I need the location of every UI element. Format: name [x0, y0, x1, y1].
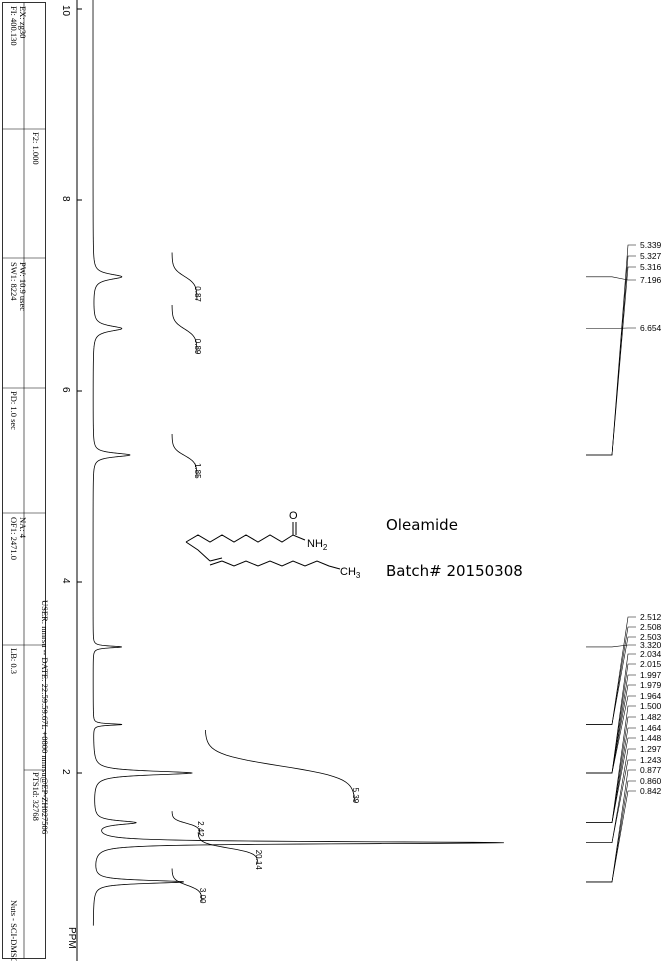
param-pd: PD: 1.0 sec	[9, 391, 19, 430]
atom-oxygen: O	[289, 510, 298, 522]
integral-value: 0.87	[193, 286, 202, 302]
peak-shift-label: 5.339	[640, 240, 662, 250]
spectrum-trace	[92, 0, 504, 926]
axis-tick-label: 4	[60, 578, 71, 584]
integral-value: 3.00	[198, 888, 207, 904]
peak-connector	[586, 759, 636, 844]
axis-tick-label: 8	[60, 196, 71, 202]
peak-connector	[586, 705, 636, 824]
spectrum: 0.87 0.89 1.85 5.39 2.42 20.14 3.00 7.196 6.654…	[92, 0, 662, 926]
peak-shift-label: 1.243	[640, 755, 662, 765]
peak-shift-label: 1.964	[640, 691, 662, 701]
peak-shift-label: 1.979	[640, 680, 662, 690]
param-user-line: USER: nmrsu -- DATE: 22:59:59.67L +0800 …	[40, 600, 50, 834]
peak-shift-label: 5.327	[640, 251, 662, 261]
peak-shift-label: 7.196	[640, 275, 662, 285]
integral-value: 0.89	[193, 339, 202, 355]
peak-shift-label: 2.503	[640, 632, 662, 642]
compound-name: Oleamide	[386, 516, 458, 534]
peak-shift-label: 5.316	[640, 262, 662, 272]
param-lb: LB: 0.3	[9, 648, 19, 674]
peak-connector	[586, 276, 636, 281]
peak-shift-label: 0.877	[640, 765, 662, 775]
axis-tick-label: 10	[60, 5, 71, 17]
peak-shift-label: 2.508	[640, 622, 662, 632]
integral-value: 2.42	[196, 821, 205, 837]
param-f2: F2: 1.000	[31, 132, 41, 165]
peak-connector	[586, 737, 636, 824]
param-fi: FI: 400.130	[9, 6, 19, 46]
peak-connector	[586, 674, 636, 774]
peak-connector	[586, 636, 636, 725]
peak-connector	[586, 616, 636, 725]
integral-curve	[171, 305, 198, 353]
integral-curve	[171, 811, 201, 836]
peak-connector	[586, 663, 636, 774]
param-na: NA: 4	[18, 517, 28, 539]
peak-connector	[586, 695, 636, 774]
peak-connector	[586, 727, 636, 824]
peak-connector	[586, 780, 636, 883]
peak-connector	[586, 790, 636, 883]
peak-connector	[586, 748, 636, 844]
param-pw: PW: 10.9 usec	[18, 262, 28, 311]
peak-shift-label: 0.860	[640, 776, 662, 786]
axis-tick-label: 2	[60, 769, 71, 775]
peak-shift-label: 1.448	[640, 733, 662, 743]
peak-shift-label: 6.654	[640, 323, 662, 333]
atom-ch: CH3	[340, 566, 361, 580]
integral-value: 5.39	[351, 788, 360, 804]
integral-curve	[197, 832, 259, 864]
integral-value: 20.14	[254, 850, 263, 871]
peak-shift-label: 0.842	[640, 786, 662, 796]
parameter-table: FI: 400.130 EX: zg30 F2: 1.000 SW1: 8224…	[2, 2, 50, 961]
ppm-axis: 10 8 6 4 2 PPM	[60, 0, 82, 961]
peak-connector	[586, 255, 636, 456]
peak-connector	[586, 653, 636, 774]
param-of1: OF1: 2471.0	[9, 517, 19, 560]
integral-curve	[171, 868, 203, 902]
peak-shift-label: 1.997	[640, 670, 662, 680]
batch-number: Batch# 20150308	[386, 562, 523, 580]
molecule-structure	[185, 522, 341, 570]
axis-unit-label: PPM	[66, 927, 77, 949]
peak-shift-label: 2.034	[640, 649, 662, 659]
param-ex: EX: zg30	[18, 6, 28, 38]
peak-shift-label: 3.320	[640, 640, 662, 650]
param-sw1: SW1: 8224	[9, 262, 19, 301]
atom-nh: NH2	[307, 538, 328, 552]
peak-shift-label: 2.015	[640, 659, 662, 669]
integral-curve	[171, 252, 198, 301]
axis-tick-label: 6	[60, 387, 71, 393]
param-pts: PTS1d: 32768	[31, 772, 41, 821]
integral-curve	[204, 729, 356, 802]
param-nuts: Nuts - SCI-DMSO_1L	[9, 900, 19, 961]
integral-curve	[171, 433, 198, 477]
peak-connector	[586, 644, 636, 648]
peak-connector	[586, 626, 636, 725]
peak-shift-label: 1.500	[640, 701, 662, 711]
peak-shift-label: 1.464	[640, 723, 662, 733]
peak-connector	[586, 327, 636, 329]
integral-value: 1.85	[193, 463, 202, 479]
peak-shift-label: 1.297	[640, 744, 662, 754]
peak-shift-label: 2.512	[640, 612, 662, 622]
peak-shift-label: 1.482	[640, 712, 662, 722]
peak-connector	[586, 769, 636, 883]
peak-connector	[586, 266, 636, 456]
